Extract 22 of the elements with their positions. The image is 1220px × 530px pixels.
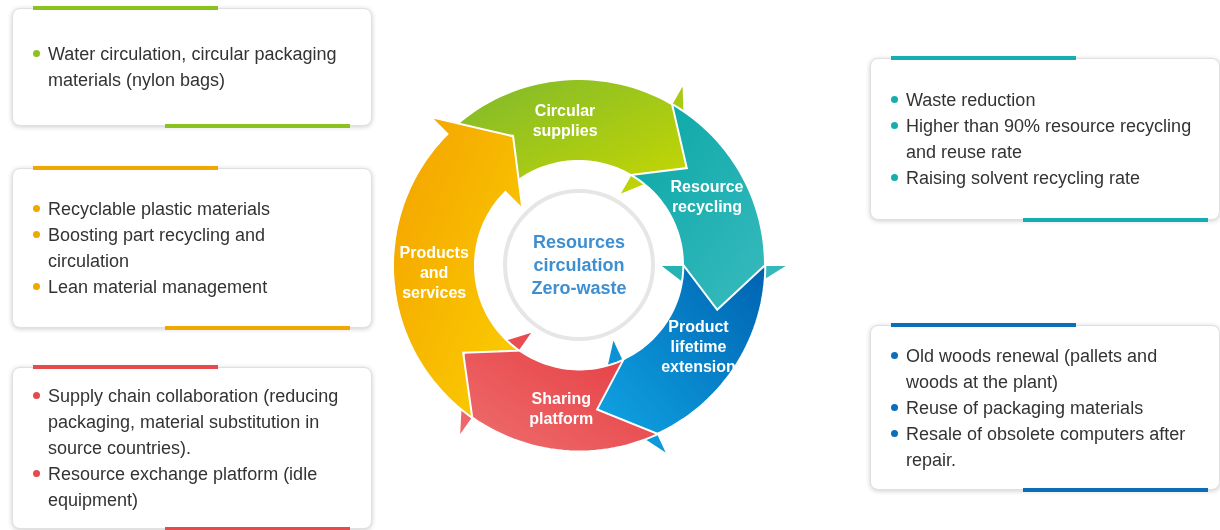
segment-label: Product lifetime extension <box>660 317 737 378</box>
bullet-text: Higher than 90% resource recycling and reuse rate <box>906 115 1193 164</box>
info-card <box>12 367 372 529</box>
bullet-text: Lean material management <box>48 276 268 299</box>
bullet-text: Old woods renewal (pallets and woods at the plant) <box>906 344 1159 394</box>
segment-label: Products and services <box>398 242 470 303</box>
info-card <box>870 325 1220 490</box>
info-card <box>870 58 1220 220</box>
bullet-text: Resale of obsolete computers after repair. <box>906 422 1187 472</box>
info-card <box>12 8 372 126</box>
bullet-text: Resource exchange platform (idle equipment) <box>48 463 319 512</box>
bullet-text: Supply chain collaboration (reducing packaging, material substitution in source countries). <box>48 385 340 460</box>
bullet-text: Reuse of packaging materials <box>906 396 1144 420</box>
info-card <box>12 168 372 328</box>
bullet-text: Water circulation, circular packaging materials (nylon bags) <box>48 43 338 92</box>
bullet-text: Waste reduction <box>906 89 1036 112</box>
bullet-text: Boosting part recycling and circulation <box>48 224 267 273</box>
bullet-text: Raising solvent recycling rate <box>906 167 1141 190</box>
segment-label: Circular supplies <box>531 100 599 141</box>
segment-label: Resource recycling <box>669 176 745 217</box>
bullet-text: Recyclable plastic materials <box>48 198 271 221</box>
segment-label: Sharing platform <box>528 388 595 429</box>
